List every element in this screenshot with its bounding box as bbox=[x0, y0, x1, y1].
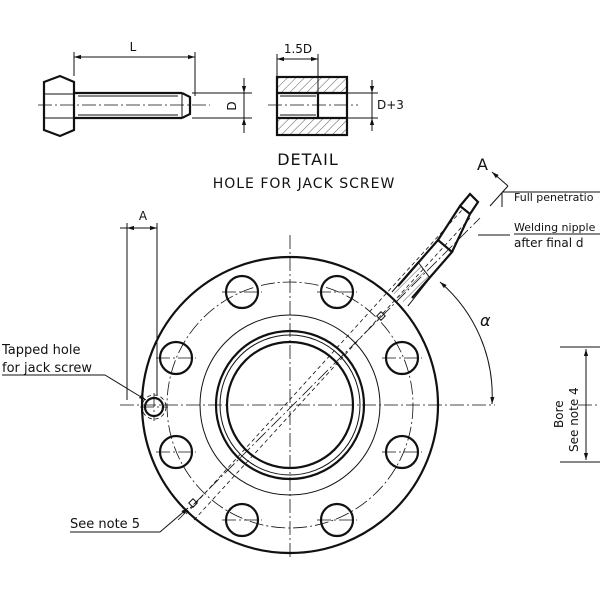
tapped-hole-line1: Tapped hole bbox=[1, 343, 80, 358]
dim-1-5d-label: 1.5D bbox=[284, 42, 312, 56]
dim-l-label: L bbox=[130, 40, 137, 54]
tapped-hole-line2: for jack screw bbox=[2, 361, 92, 376]
section-marker-a: A bbox=[477, 155, 509, 207]
detail-title: DETAIL bbox=[277, 150, 339, 169]
dimension-1-5d: 1.5D bbox=[276, 42, 319, 93]
dimension-a: A bbox=[120, 209, 158, 400]
see-note-4-label: See note 4 bbox=[567, 387, 581, 452]
detail-subtitle: HOLE FOR JACK SCREW bbox=[213, 176, 396, 192]
bolt-holes bbox=[156, 274, 422, 538]
bore-label: Bore bbox=[552, 400, 566, 428]
jack-screw-bolt bbox=[38, 74, 210, 138]
tapped-hole-callout: Tapped hole for jack screw bbox=[1, 343, 147, 401]
right-notes: Full penetratio Welding nipple after fin… bbox=[478, 191, 600, 250]
dim-d-label: D bbox=[225, 101, 239, 110]
welding-nipple-note: Welding nipple bbox=[514, 221, 596, 234]
angle-alpha: α bbox=[439, 281, 495, 405]
dimension-d: D bbox=[192, 78, 252, 133]
bore-dimension: Bore See note 4 bbox=[552, 346, 600, 463]
section-marker-label: A bbox=[477, 155, 488, 174]
see-note-5-callout: See note 5 bbox=[70, 507, 189, 533]
hole-section bbox=[268, 75, 358, 137]
alpha-label: α bbox=[480, 311, 491, 330]
dim-a-label: A bbox=[139, 209, 148, 223]
flange-view bbox=[120, 217, 495, 560]
dimension-d-plus-3: D+3 bbox=[347, 80, 404, 131]
see-note-5-label: See note 5 bbox=[70, 517, 140, 532]
dimension-l: L bbox=[73, 40, 196, 96]
dim-d-plus-3-label: D+3 bbox=[377, 98, 404, 112]
after-final-note: after final d bbox=[514, 236, 584, 250]
welding-nipple bbox=[185, 192, 480, 521]
tapped-hole bbox=[140, 393, 168, 421]
full-penetration-note: Full penetratio bbox=[514, 191, 594, 204]
